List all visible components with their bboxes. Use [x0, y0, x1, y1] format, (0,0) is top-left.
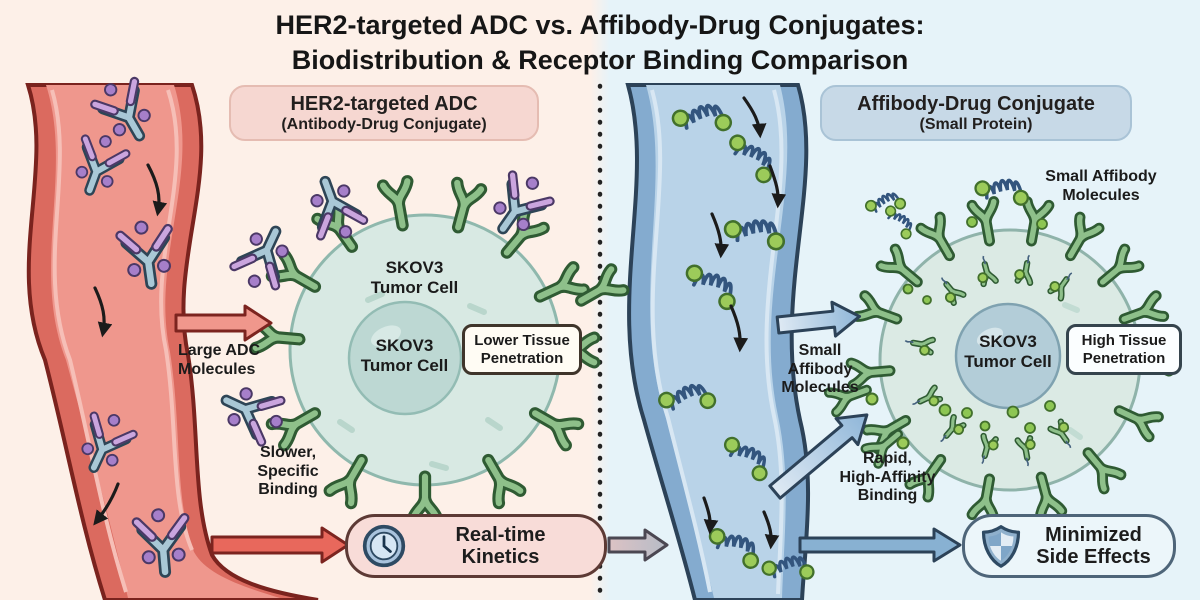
- slower-binding-label: Slower, Specific Binding: [257, 444, 319, 499]
- nucleus-right: [954, 302, 1062, 410]
- small-affibody-molecules-top-label: Small Affibody Molecules: [1045, 168, 1157, 204]
- payload-dot-icon: [865, 392, 910, 450]
- left-header-title: HER2-targeted ADC: [290, 93, 478, 115]
- vessel-to-kinetics-arrow: [210, 526, 350, 564]
- tumor-cell-left: [256, 181, 594, 519]
- rapid-binding-label: Rapid, High-Affinity Binding: [839, 450, 936, 505]
- tumor-cell-nucleus-label-left: SKOV3 Tumor Cell: [360, 336, 449, 375]
- blood-vessel-left: [25, 73, 319, 600]
- vessel-to-cell-arrow-left: [174, 304, 273, 342]
- tumor-cell-nucleus-label-right: SKOV3 Tumor Cell: [964, 332, 1052, 371]
- vessel-to-sideeffects-arrow: [798, 527, 962, 563]
- payload-dot-icon: [902, 216, 1056, 434]
- large-adc-molecules-label: Large ADC Molecules: [178, 342, 261, 378]
- right-header-subtitle: (Small Protein): [919, 116, 1033, 133]
- shield-icon: [981, 525, 1021, 568]
- tumor-cell-surface-label: SKOV3 Tumor Cell: [370, 258, 459, 297]
- minimized-side-effects-label: Minimized Side Effects: [1036, 523, 1151, 568]
- flow-direction-arrow: [93, 163, 168, 526]
- left-header-subtitle: (Antibody-Drug Conjugate): [281, 116, 487, 133]
- blood-vessel-right: [625, 83, 817, 600]
- tumor-cell-right: [851, 202, 1169, 519]
- nucleus-left: [347, 300, 463, 416]
- high-tissue-penetration-box: High Tissue Penetration: [1066, 324, 1182, 376]
- lower-tissue-penetration-box: Lower Tissue Penetration: [462, 324, 582, 376]
- minimized-side-effects-box: Minimized Side Effects: [962, 514, 1176, 578]
- kinetics-to-right-arrow: [607, 528, 669, 562]
- small-affibody-molecules-label: Small Affibody Molecules: [781, 342, 859, 397]
- real-time-kinetics-box: Real-time Kinetics: [345, 514, 607, 578]
- right-panel-header: Affibody-Drug Conjugate (Small Protein): [820, 85, 1132, 141]
- left-panel-header: HER2-targeted ADC (Antibody-Drug Conjuga…: [229, 85, 539, 141]
- clock-icon: [362, 524, 406, 568]
- right-header-title: Affibody-Drug Conjugate: [857, 93, 1095, 115]
- diagram-title: HER2-targeted ADC vs. Affibody-Drug Conj…: [275, 10, 925, 76]
- real-time-kinetics-label: Real-time Kinetics: [455, 523, 546, 568]
- flow-direction-arrow: [702, 96, 787, 550]
- vessel-to-cell-arrow-right: [768, 300, 869, 500]
